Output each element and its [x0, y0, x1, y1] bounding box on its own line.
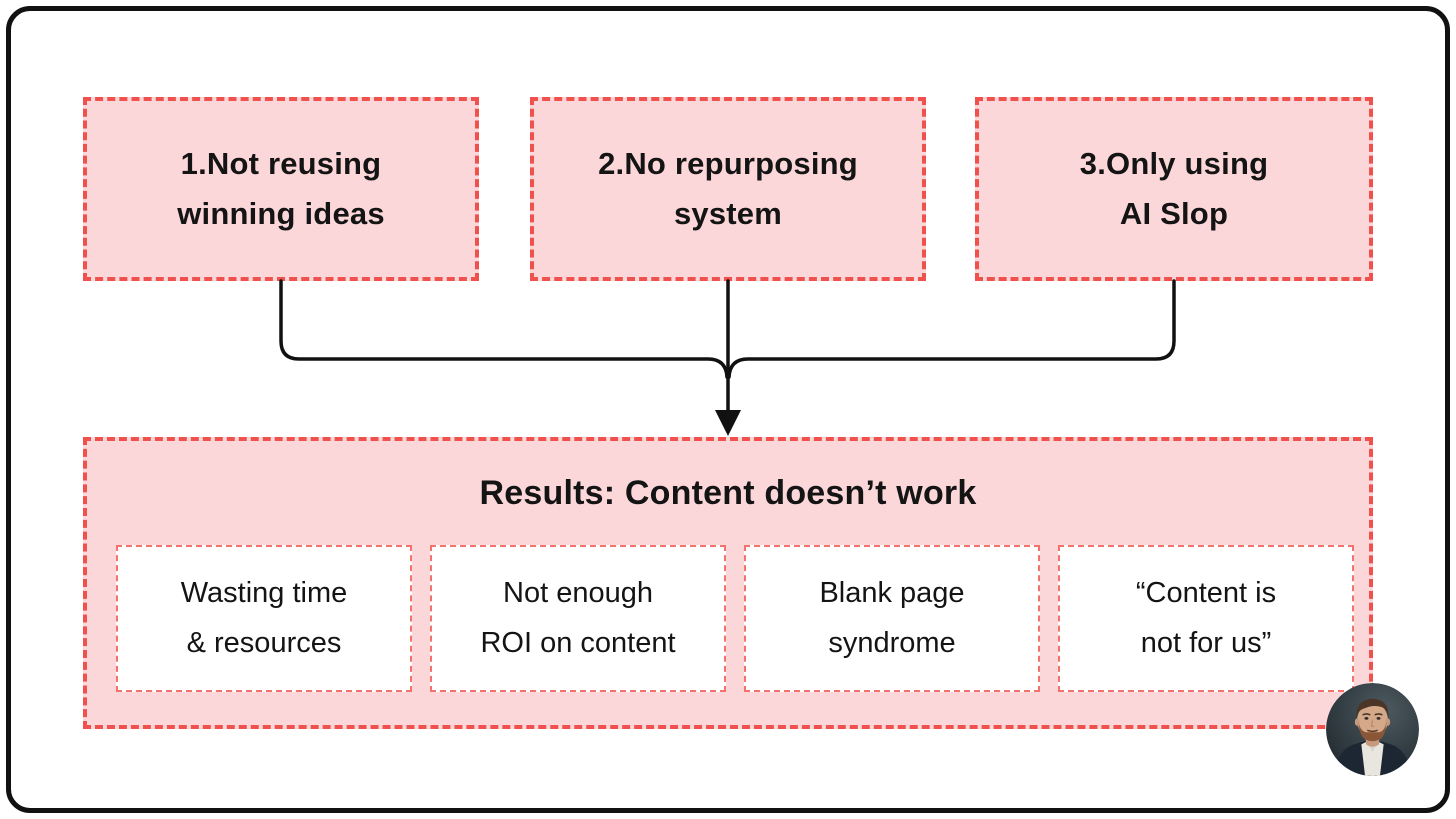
result-item-3-label: Blank page syndrome — [819, 576, 965, 659]
cause-box-3-label: 3.Only using AI Slop — [1079, 145, 1269, 231]
result-item-2: Not enough ROI on content — [430, 545, 726, 692]
result-item-4-label: “Content is not for us” — [1135, 576, 1277, 659]
result-item-1: Wasting time & resources — [116, 545, 412, 692]
result-item-2-label: Not enough ROI on content — [480, 576, 676, 659]
results-items-row: Wasting time & resources Not enough ROI … — [116, 545, 1356, 692]
cause-box-2: 2.No repurposing system — [530, 97, 926, 281]
profile-photo-illustration — [1326, 683, 1419, 776]
result-item-3: Blank page syndrome — [744, 545, 1040, 692]
cause-box-1-label: 1.Not reusing winning ideas — [177, 145, 385, 231]
cause-box-3: 3.Only using AI Slop — [975, 97, 1373, 281]
cause-box-1: 1.Not reusing winning ideas — [83, 97, 479, 281]
profile-photo — [1326, 683, 1419, 776]
result-item-1-label: Wasting time & resources — [180, 576, 348, 659]
results-title: Results: Content doesn’t work — [479, 474, 977, 512]
cause-box-2-label: 2.No repurposing system — [598, 145, 858, 231]
arrowhead-icon — [715, 410, 741, 436]
results-box: Results: Content doesn’t work Wasting ti… — [83, 437, 1373, 729]
result-item-4: “Content is not for us” — [1058, 545, 1354, 692]
